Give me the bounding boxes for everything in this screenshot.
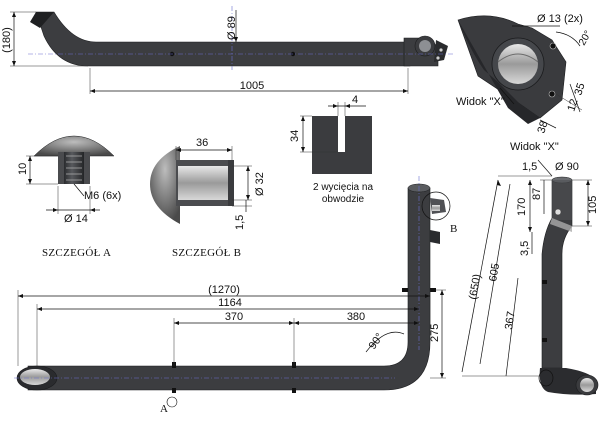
detail-b-dome [150, 146, 180, 224]
cutout-note-line1: 2 wycięcia na [313, 182, 373, 193]
dim-side-170: 170 [516, 198, 528, 216]
detail-a-caption: SZCZEGÓŁ A [42, 247, 111, 259]
dim-detail-b-32: Ø 32 [254, 172, 266, 196]
dim-main-angle: 90° [367, 331, 386, 352]
side-view-label: Widok "X" [510, 141, 559, 153]
dim-side-605: 605 [487, 262, 502, 282]
detail-a-thread: M6 (6x) [84, 190, 121, 202]
view-x-top-label: Widok "X" [456, 96, 505, 108]
dim-side-15: 1,5 [522, 161, 537, 173]
dim-side-87: 87 [531, 188, 543, 200]
top-view-bevel-end [30, 12, 54, 28]
main-pipe-horizontal [27, 187, 431, 391]
side-view-hole [554, 208, 562, 216]
dim-cutout-34: 34 [289, 130, 301, 142]
dim-side-90: Ø 90 [555, 161, 579, 173]
dim-side-105: 105 [587, 196, 599, 214]
detail-a-dome [33, 135, 115, 157]
dim-side-35: 3,5 [519, 241, 531, 256]
dim-main-275: 275 [429, 324, 441, 342]
dim-1005: 1005 [240, 80, 264, 92]
main-view: B A (1270) 1164 370 380 [14, 176, 458, 415]
dim-view-x-angle: 20° [577, 29, 594, 48]
view-x-top: Ø 13 (2x) 20° 35 12 38 Widok "X" [456, 13, 594, 135]
view-x-mount-hole [548, 90, 556, 98]
dim-180: (180) [1, 27, 13, 53]
top-view-hole [290, 51, 296, 57]
cutout-note-line2: obwodzie [322, 194, 365, 205]
detail-b-caption: SZCZEGÓŁ B [172, 247, 241, 259]
top-view-pipe [35, 11, 411, 67]
dim-side-367: 367 [503, 311, 517, 331]
top-view: (180) Ø 89 1005 [1, 6, 455, 94]
dim-side-650: (650) [467, 273, 483, 300]
cutout-detail: 4 34 2 wycięcia na obwodzie [289, 94, 373, 205]
dim-view-x-13: Ø 13 (2x) [537, 13, 583, 25]
dim-view-x-38: 38 [535, 120, 550, 135]
dim-main-370: 370 [225, 311, 243, 323]
dim-main-380: 380 [347, 311, 365, 323]
dim-main-1164: 1164 [218, 297, 242, 309]
main-label-b: B [450, 223, 458, 235]
dim-detail-a-14: Ø 14 [64, 213, 88, 225]
dim-detail-b-36: 36 [196, 137, 208, 149]
cutout-slot [338, 116, 345, 152]
detail-a: 10 M6 (6x) Ø 14 SZCZEGÓŁ A [17, 135, 121, 259]
dim-diameter-89: Ø 89 [226, 16, 238, 40]
dim-detail-b-15: 1,5 [234, 215, 246, 230]
dim-cutout-4: 4 [352, 94, 358, 106]
main-label-a: A [160, 403, 168, 415]
detail-b: 36 Ø 32 1,5 SZCZEGÓŁ B [150, 137, 266, 259]
dim-main-1270: (1270) [208, 284, 240, 296]
side-view-x: Widok "X" 1,5 Ø 90 87 170 105 3,5 (650) … [461, 141, 599, 396]
dim-detail-a-10: 10 [17, 163, 29, 175]
dim-view-x-12: 12 [565, 98, 580, 113]
view-x-mount-hole [549, 42, 557, 50]
dim-view-x-35: 35 [572, 82, 587, 97]
